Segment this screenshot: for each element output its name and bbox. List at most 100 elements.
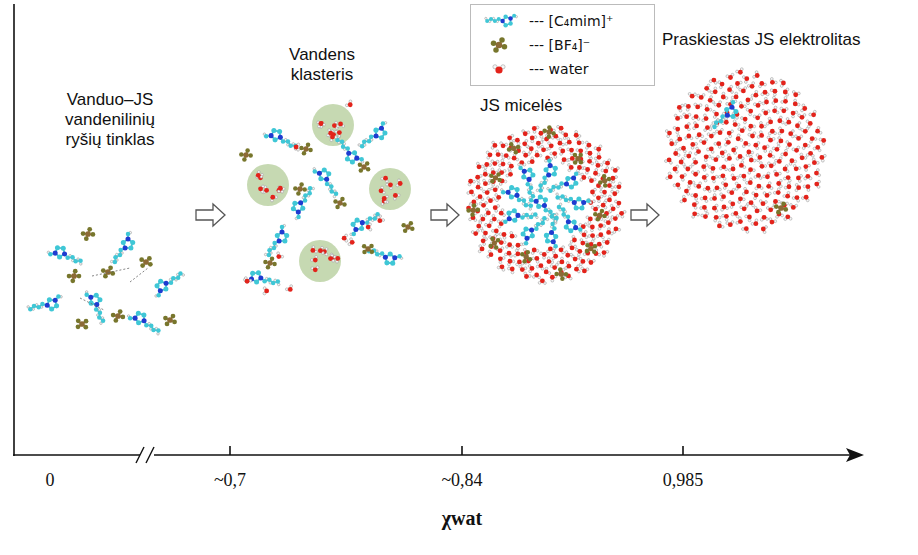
- water-molecule: [506, 242, 514, 248]
- atom: [551, 185, 556, 190]
- water-molecule: [585, 141, 591, 149]
- atom: [755, 115, 760, 120]
- atom: [721, 164, 726, 169]
- anion-molecule: [333, 197, 346, 209]
- atom: [577, 140, 582, 145]
- water-molecule: [317, 121, 324, 128]
- water-molecule: [582, 231, 588, 239]
- anion-molecule: [139, 256, 152, 268]
- atom: [573, 225, 578, 230]
- anion-molecule: [466, 203, 480, 217]
- water-molecule: [476, 222, 482, 230]
- atom: [743, 117, 748, 122]
- atom: [494, 229, 499, 234]
- water-molecule: [611, 167, 619, 173]
- atom: [515, 251, 520, 256]
- water-molecule: [507, 134, 513, 142]
- atom: [536, 189, 539, 192]
- atom: [602, 250, 607, 255]
- atom: [296, 215, 301, 220]
- anion-molecule: [573, 153, 583, 165]
- atom: [71, 273, 77, 279]
- atom: [481, 217, 486, 222]
- atom: [325, 182, 330, 187]
- atom: [332, 123, 337, 128]
- atom: [727, 131, 732, 136]
- atom: [94, 302, 99, 307]
- atom: [297, 186, 302, 191]
- water-molecule: [270, 195, 277, 202]
- atom: [53, 298, 58, 303]
- atom: [84, 292, 89, 297]
- atom: [561, 207, 566, 212]
- atom: [751, 151, 754, 154]
- atom: [543, 167, 548, 172]
- atom: [527, 190, 532, 195]
- water-molecule: [721, 182, 728, 190]
- atom: [769, 151, 772, 154]
- water-molecule: [591, 205, 599, 211]
- water-molecule: [767, 136, 775, 143]
- atom: [480, 247, 485, 252]
- atom: [307, 191, 312, 196]
- water-molecule: [263, 287, 269, 295]
- atom: [279, 230, 284, 235]
- atom: [759, 124, 764, 129]
- atom: [390, 187, 393, 190]
- water-molecule: [588, 224, 595, 231]
- atom: [516, 145, 521, 150]
- water-molecule: [602, 250, 609, 257]
- atom: [348, 102, 353, 107]
- atom: [551, 261, 554, 264]
- atom: [296, 191, 301, 196]
- atom: [589, 178, 594, 183]
- water-molecule: [731, 174, 739, 181]
- atom: [536, 141, 541, 146]
- cation-molecule: [291, 186, 315, 220]
- water-molecule: [366, 223, 372, 231]
- atom: [515, 187, 520, 192]
- water-cluster-shade: [369, 168, 411, 210]
- atom: [605, 240, 610, 245]
- water-molecule: [748, 124, 755, 131]
- atom: [501, 190, 506, 195]
- atom: [525, 236, 530, 241]
- water-molecule: [568, 164, 574, 172]
- water-molecule: [506, 170, 513, 177]
- atom: [490, 237, 495, 242]
- atom: [597, 155, 602, 160]
- atom: [491, 236, 496, 241]
- water-molecule: [532, 273, 540, 279]
- atom: [720, 151, 725, 156]
- atom: [507, 251, 512, 256]
- atom: [351, 222, 356, 227]
- atom: [299, 182, 304, 187]
- atom: [597, 153, 600, 156]
- atom: [267, 248, 272, 253]
- atom: [158, 279, 163, 284]
- atom: [70, 278, 75, 283]
- atom: [596, 195, 601, 200]
- atom: [522, 141, 527, 146]
- water-molecule: [619, 210, 626, 218]
- water-molecule: [531, 248, 539, 255]
- atom: [118, 248, 123, 253]
- water-molecule: [514, 249, 521, 257]
- atom: [532, 257, 535, 260]
- water-molecule: [337, 122, 345, 128]
- atom: [155, 283, 160, 288]
- atom: [593, 207, 598, 212]
- atom: [271, 128, 276, 133]
- water-molecule: [604, 219, 612, 225]
- atom: [324, 177, 329, 182]
- cation-molecule: [47, 245, 83, 265]
- water-molecule: [613, 227, 621, 234]
- atom: [542, 128, 547, 133]
- atom: [273, 137, 278, 142]
- atom: [549, 230, 554, 235]
- atom: [759, 133, 764, 138]
- water-cluster-shade: [312, 104, 354, 146]
- atom: [256, 173, 261, 178]
- atom: [614, 227, 619, 232]
- water-molecule: [386, 182, 393, 189]
